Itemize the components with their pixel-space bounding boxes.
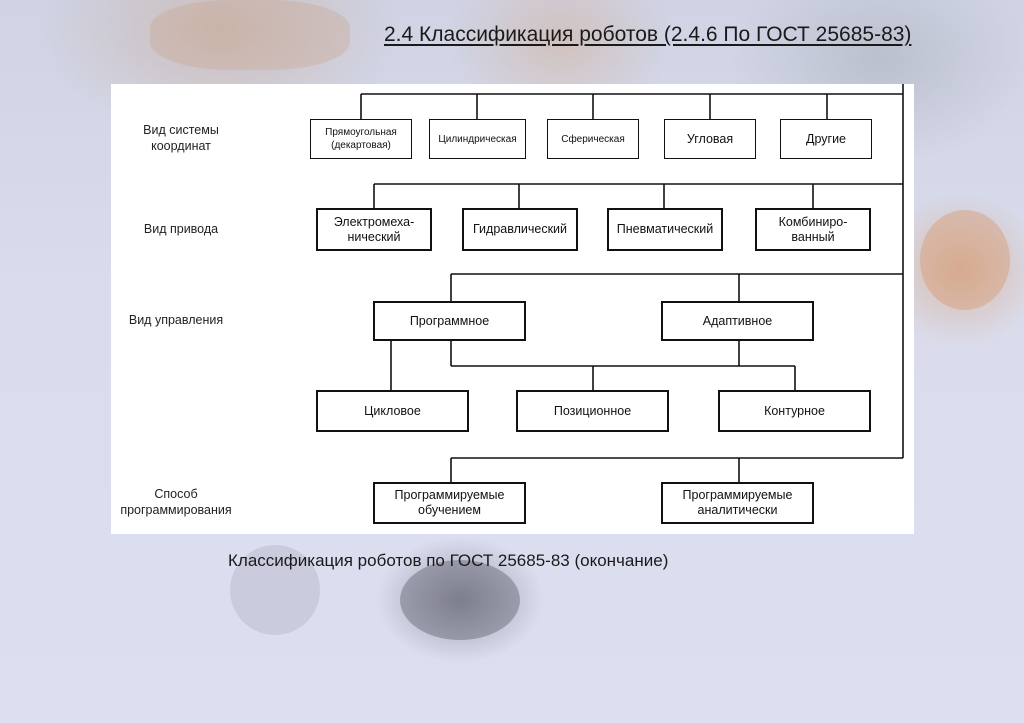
diagram-connectors [360, 84, 904, 482]
node-angular: Угловая [664, 119, 756, 159]
classification-diagram: Вид системы координат Вид привода Вид уп… [111, 84, 914, 534]
node-cylindrical: Цилиндрическая [429, 119, 526, 159]
node-adaptive-control: Адаптивное [661, 301, 814, 341]
slide-title: 2.4 Классификация роботов (2.4.6 По ГОСТ… [384, 23, 912, 46]
row-label-coordinate-system: Вид системы координат [143, 123, 219, 153]
row-label-drive-type: Вид привода [143, 222, 219, 236]
node-rectangular: Прямоугольная (декартовая) [310, 119, 412, 159]
node-spherical: Сферическая [547, 119, 639, 159]
node-teach-programmed: Программируемые обучением [373, 482, 526, 524]
node-other: Другие [780, 119, 872, 159]
background-robot-joint [400, 560, 520, 640]
background-robot-arm [920, 210, 1010, 310]
node-combined: Комбиниро- ванный [755, 208, 871, 251]
node-pneumatic: Пневматический [607, 208, 723, 251]
node-electromechanical: Электромеха- нический [316, 208, 432, 251]
node-contour: Контурное [718, 390, 871, 432]
row-label-programming-method: Способ программирования [120, 487, 232, 517]
background-robot-gripper [230, 545, 320, 635]
node-analytically-programmed: Программируемые аналитически [661, 482, 814, 524]
node-hydraulic: Гидравлический [462, 208, 578, 251]
node-program-control: Программное [373, 301, 526, 341]
diagram-caption: Классификация роботов по ГОСТ 25685-83 (… [228, 551, 669, 570]
background-robot-part [150, 0, 350, 70]
row-label-control-type: Вид управления [128, 313, 224, 327]
node-cyclic: Цикловое [316, 390, 469, 432]
node-positional: Позиционное [516, 390, 669, 432]
